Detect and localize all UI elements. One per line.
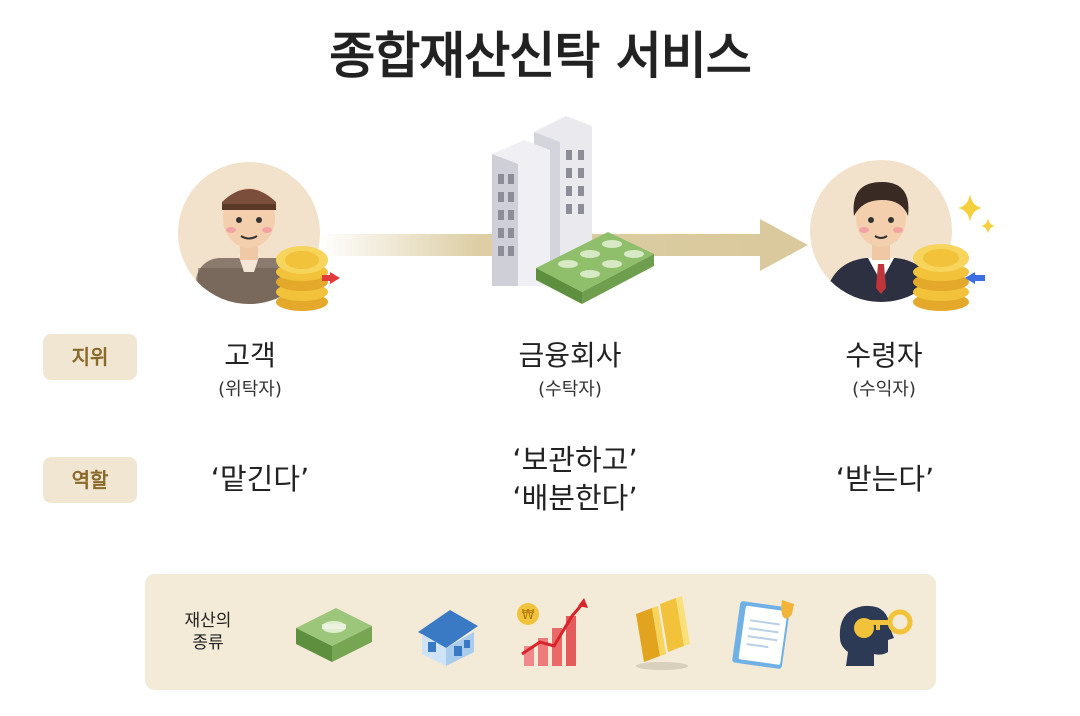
recipient-name: 수령자 [845,339,923,372]
customer-name: 고객 [224,339,276,372]
asset-types-label: 재산의 종류 [160,610,256,654]
company-role-line-1: ‘보관하고’ [512,443,638,477]
company-sub: (수탁자) [538,379,602,400]
sparkle-icon [958,194,995,234]
role-row-label: 역할 [43,457,137,503]
company-name: 금융회사 [518,339,622,372]
house-icon [418,610,478,666]
company-role-line-2: ‘배분한다’ [512,481,638,515]
customer-sub: (위탁자) [218,379,282,400]
asset-label-line-1: 재산의 [184,611,232,631]
asset-types-bar [145,574,936,690]
document-icon [732,600,794,669]
svg-text:₩: ₩ [522,608,535,623]
customer-role-line: ‘맡긴다’ [210,462,310,496]
page-title: 종합재산신탁 서비스 [329,27,751,85]
recipient-role-line: ‘받는다’ [835,462,935,496]
building-icon [492,116,654,304]
position-row-label: 지위 [43,334,137,380]
asset-label-line-2: 종류 [192,633,224,653]
recipient-role: ‘받는다’ [775,460,995,498]
stock-chart-icon: ₩ [517,598,588,666]
customer-role: ‘맡긴다’ [150,460,370,498]
cash-icon [296,608,372,662]
coin-stack-icon [276,246,340,311]
intellectual-property-icon [839,605,913,666]
company-role: ‘보관하고’ ‘배분한다’ [460,441,690,517]
recipient-sub: (수익자) [852,379,916,400]
gold-bar-icon [636,596,690,670]
coin-stack-icon [913,244,985,311]
